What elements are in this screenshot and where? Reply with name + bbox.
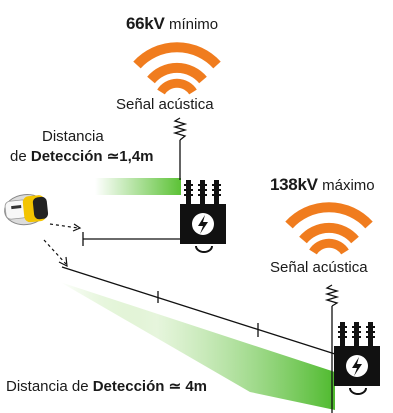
distance-line-top: [82, 232, 182, 246]
signal-label-right: Señal acústica: [270, 259, 368, 276]
distance-prefix: Distancia de: [6, 378, 89, 395]
distance-label-top-line2: de Detección ≃1,4m: [10, 147, 154, 165]
distance-label-bottom: Distancia de Detección ≃ 4m: [6, 377, 207, 395]
detector-device-icon: [4, 194, 49, 226]
distance-line-bottom: [61, 266, 336, 355]
sound-wave-icon: [285, 202, 373, 255]
distance-value: ≃1,4m: [106, 148, 154, 165]
transformer-icon: [179, 179, 227, 253]
signal-label-top: Señal acústica: [116, 96, 214, 113]
signal-direction-arrows: [43, 223, 82, 268]
distance-value: ≃ 4m: [168, 378, 208, 395]
sound-wave-icon: [133, 42, 221, 95]
pole-top: [172, 117, 188, 180]
detection-zone-top: [95, 178, 181, 195]
voltage-label-right: 138kV máximo: [270, 175, 375, 195]
detection-zone-bottom: [60, 282, 335, 410]
voltage-note: máximo: [322, 177, 375, 194]
transformer-icon: [333, 321, 381, 395]
distance-bold: Detección: [30, 148, 103, 165]
distance-bold: Detección: [92, 378, 165, 395]
distance-label-top-line1: Distancia: [42, 128, 104, 145]
pole-right: [324, 284, 340, 413]
voltage-value: 138kV: [270, 175, 318, 194]
voltage-label-top: 66kV mínimo: [126, 14, 218, 34]
voltage-note: mínimo: [168, 16, 219, 33]
distance-prefix: de: [10, 148, 27, 165]
voltage-value: 66kV: [126, 14, 165, 33]
